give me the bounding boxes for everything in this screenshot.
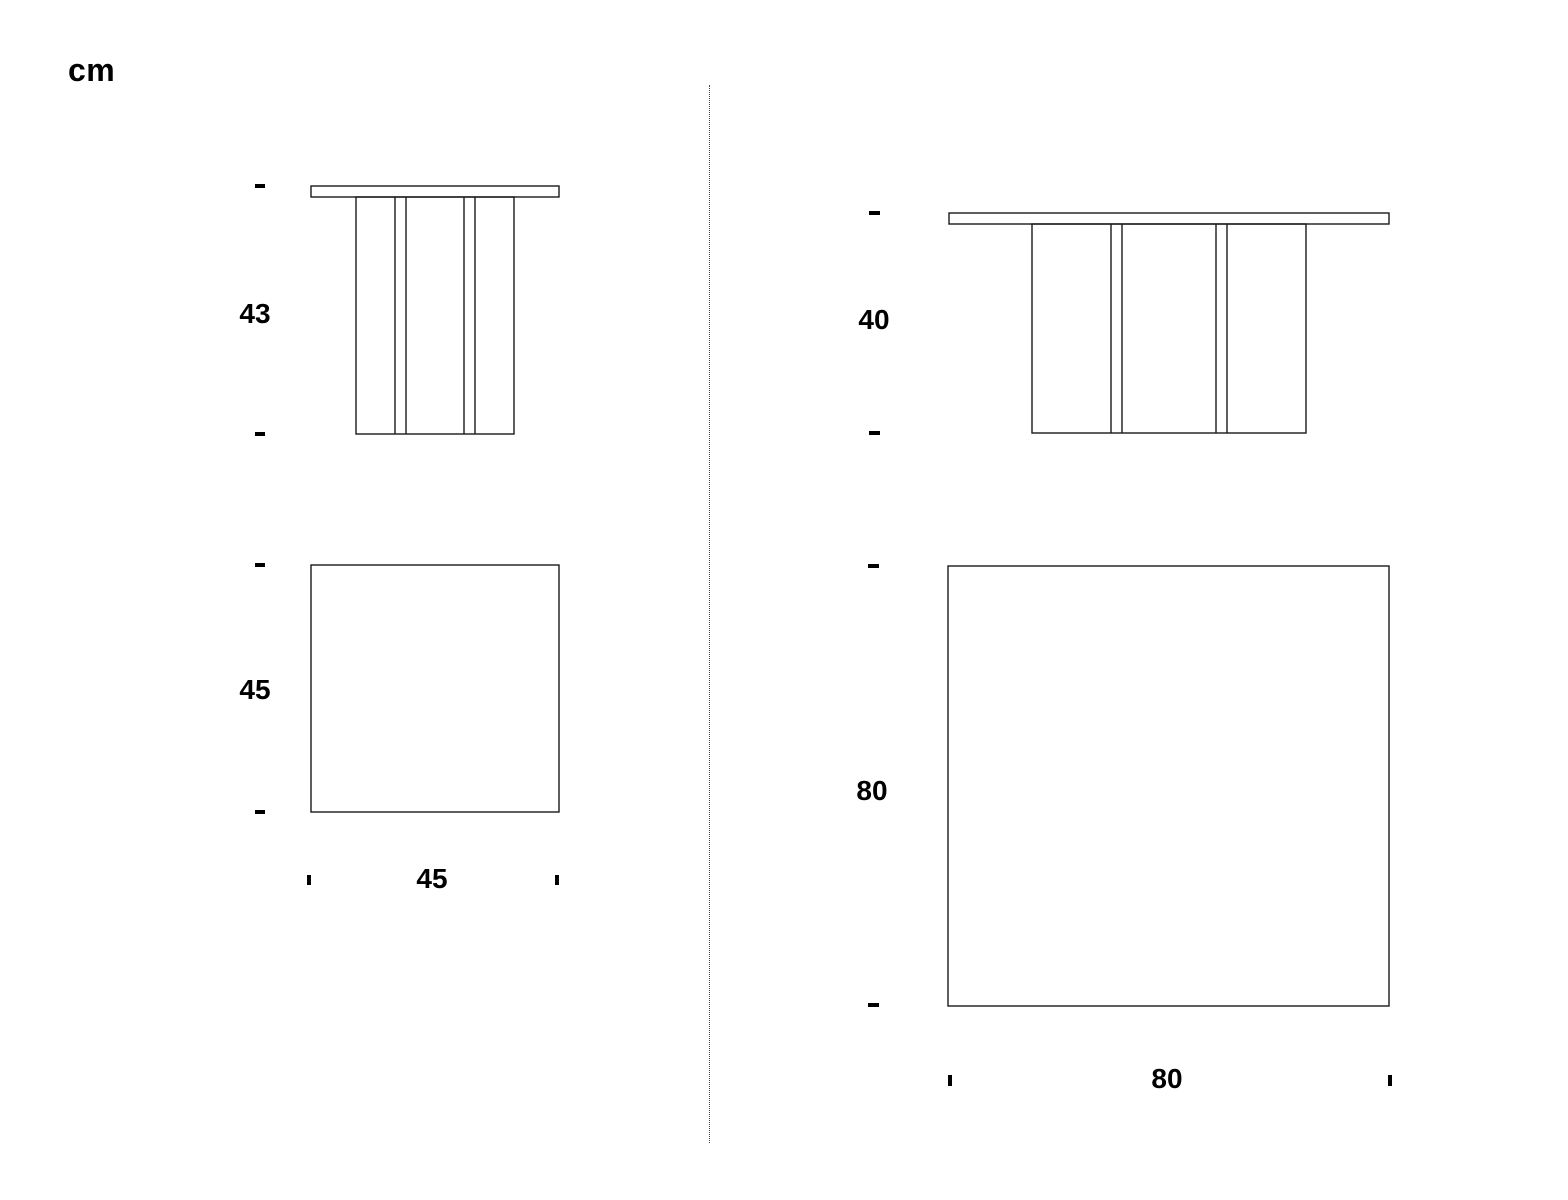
dimension-tick <box>255 432 265 436</box>
large-table-top <box>948 212 1390 225</box>
small-table-base <box>355 196 515 435</box>
dimension-tick <box>255 563 265 567</box>
dimension-tick <box>868 564 879 568</box>
large-table-plan <box>947 565 1390 1007</box>
large-table-height-label: 40 <box>858 304 890 335</box>
small-table-plan <box>310 564 560 813</box>
large-table-base <box>1031 223 1307 434</box>
large-table-depth-label: 80 <box>856 775 888 806</box>
dimension-tick <box>1388 1075 1392 1086</box>
dimension-tick <box>307 875 311 885</box>
small-table-width-label: 45 <box>416 863 448 894</box>
large-table-width-label: 80 <box>1151 1063 1183 1094</box>
unit-label: cm <box>68 52 116 88</box>
dimension-tick <box>869 211 880 215</box>
large-table-elevation <box>948 212 1390 434</box>
dimension-tick <box>255 810 265 814</box>
dimension-tick <box>948 1075 952 1086</box>
small-table-depth-label: 45 <box>239 674 271 705</box>
small-table-height-label: 43 <box>239 298 271 329</box>
small-table-elevation <box>310 185 560 435</box>
dimension-tick <box>555 875 559 885</box>
dimension-tick <box>869 431 880 435</box>
dimension-tick <box>868 1003 879 1007</box>
small-table-top <box>310 185 560 198</box>
dimension-tick <box>255 184 265 188</box>
view-divider <box>709 85 710 1143</box>
